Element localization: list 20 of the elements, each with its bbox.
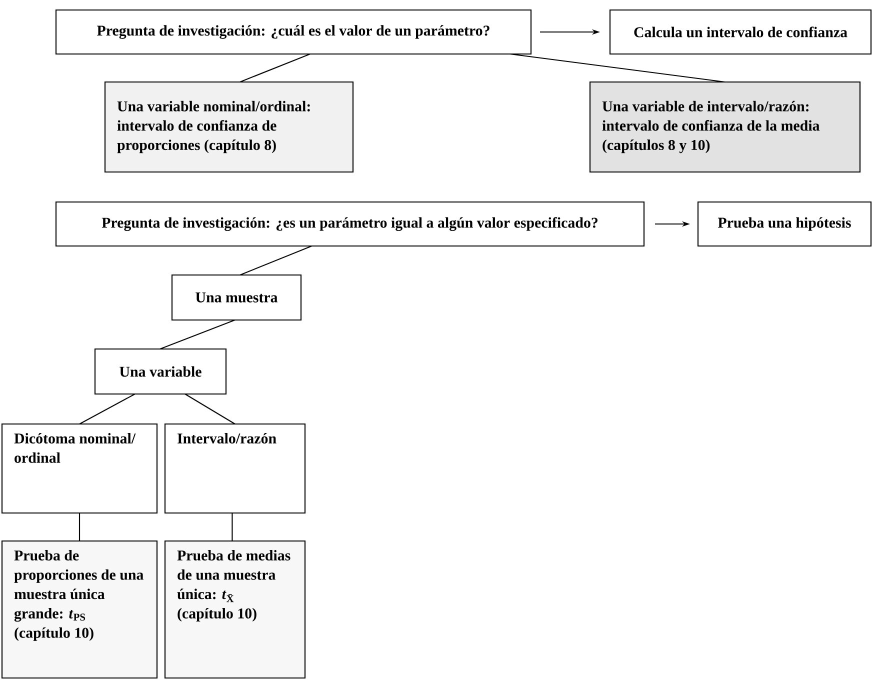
process-box: Intervalo/razón <box>164 423 306 514</box>
connector-line <box>78 513 80 541</box>
connector-line <box>510 53 726 83</box>
process-box: Prueba de proporciones de una muestra única grande: t$_{PS}$ (capítulo 10) <box>1 540 158 679</box>
connector-line <box>240 54 310 82</box>
connector-line <box>232 513 233 541</box>
connector-line <box>160 320 236 350</box>
connector-line <box>240 246 312 276</box>
process-box: Una variable nominal/ordinal: intervalo de confianza de proporciones (capítulo 8) <box>104 81 354 173</box>
process-box: Una variable de intervalo/razón: intervalo de confianza de la media (capítulos 8 y 10) <box>589 81 861 173</box>
process-box: Pregunta de investigación: ¿es un parámetro igual a algún valor especificado? <box>55 201 645 247</box>
process-box: Prueba de medias de una muestra única: t$_{X̄}$ (capítulo 10) <box>164 540 306 679</box>
process-box: Una variable <box>94 348 227 395</box>
process-box: Prueba una hipótesis <box>697 201 872 247</box>
connector-line <box>79 394 136 424</box>
connector-line <box>184 394 236 424</box>
process-box: Dicótoma nominal/ ordinal <box>1 423 158 514</box>
process-box: Pregunta de investigación: ¿cuál es el valor de un parámetro? <box>55 9 532 55</box>
process-box: Calcula un intervalo de confianza <box>609 9 872 55</box>
process-box: Una muestra <box>171 274 302 321</box>
